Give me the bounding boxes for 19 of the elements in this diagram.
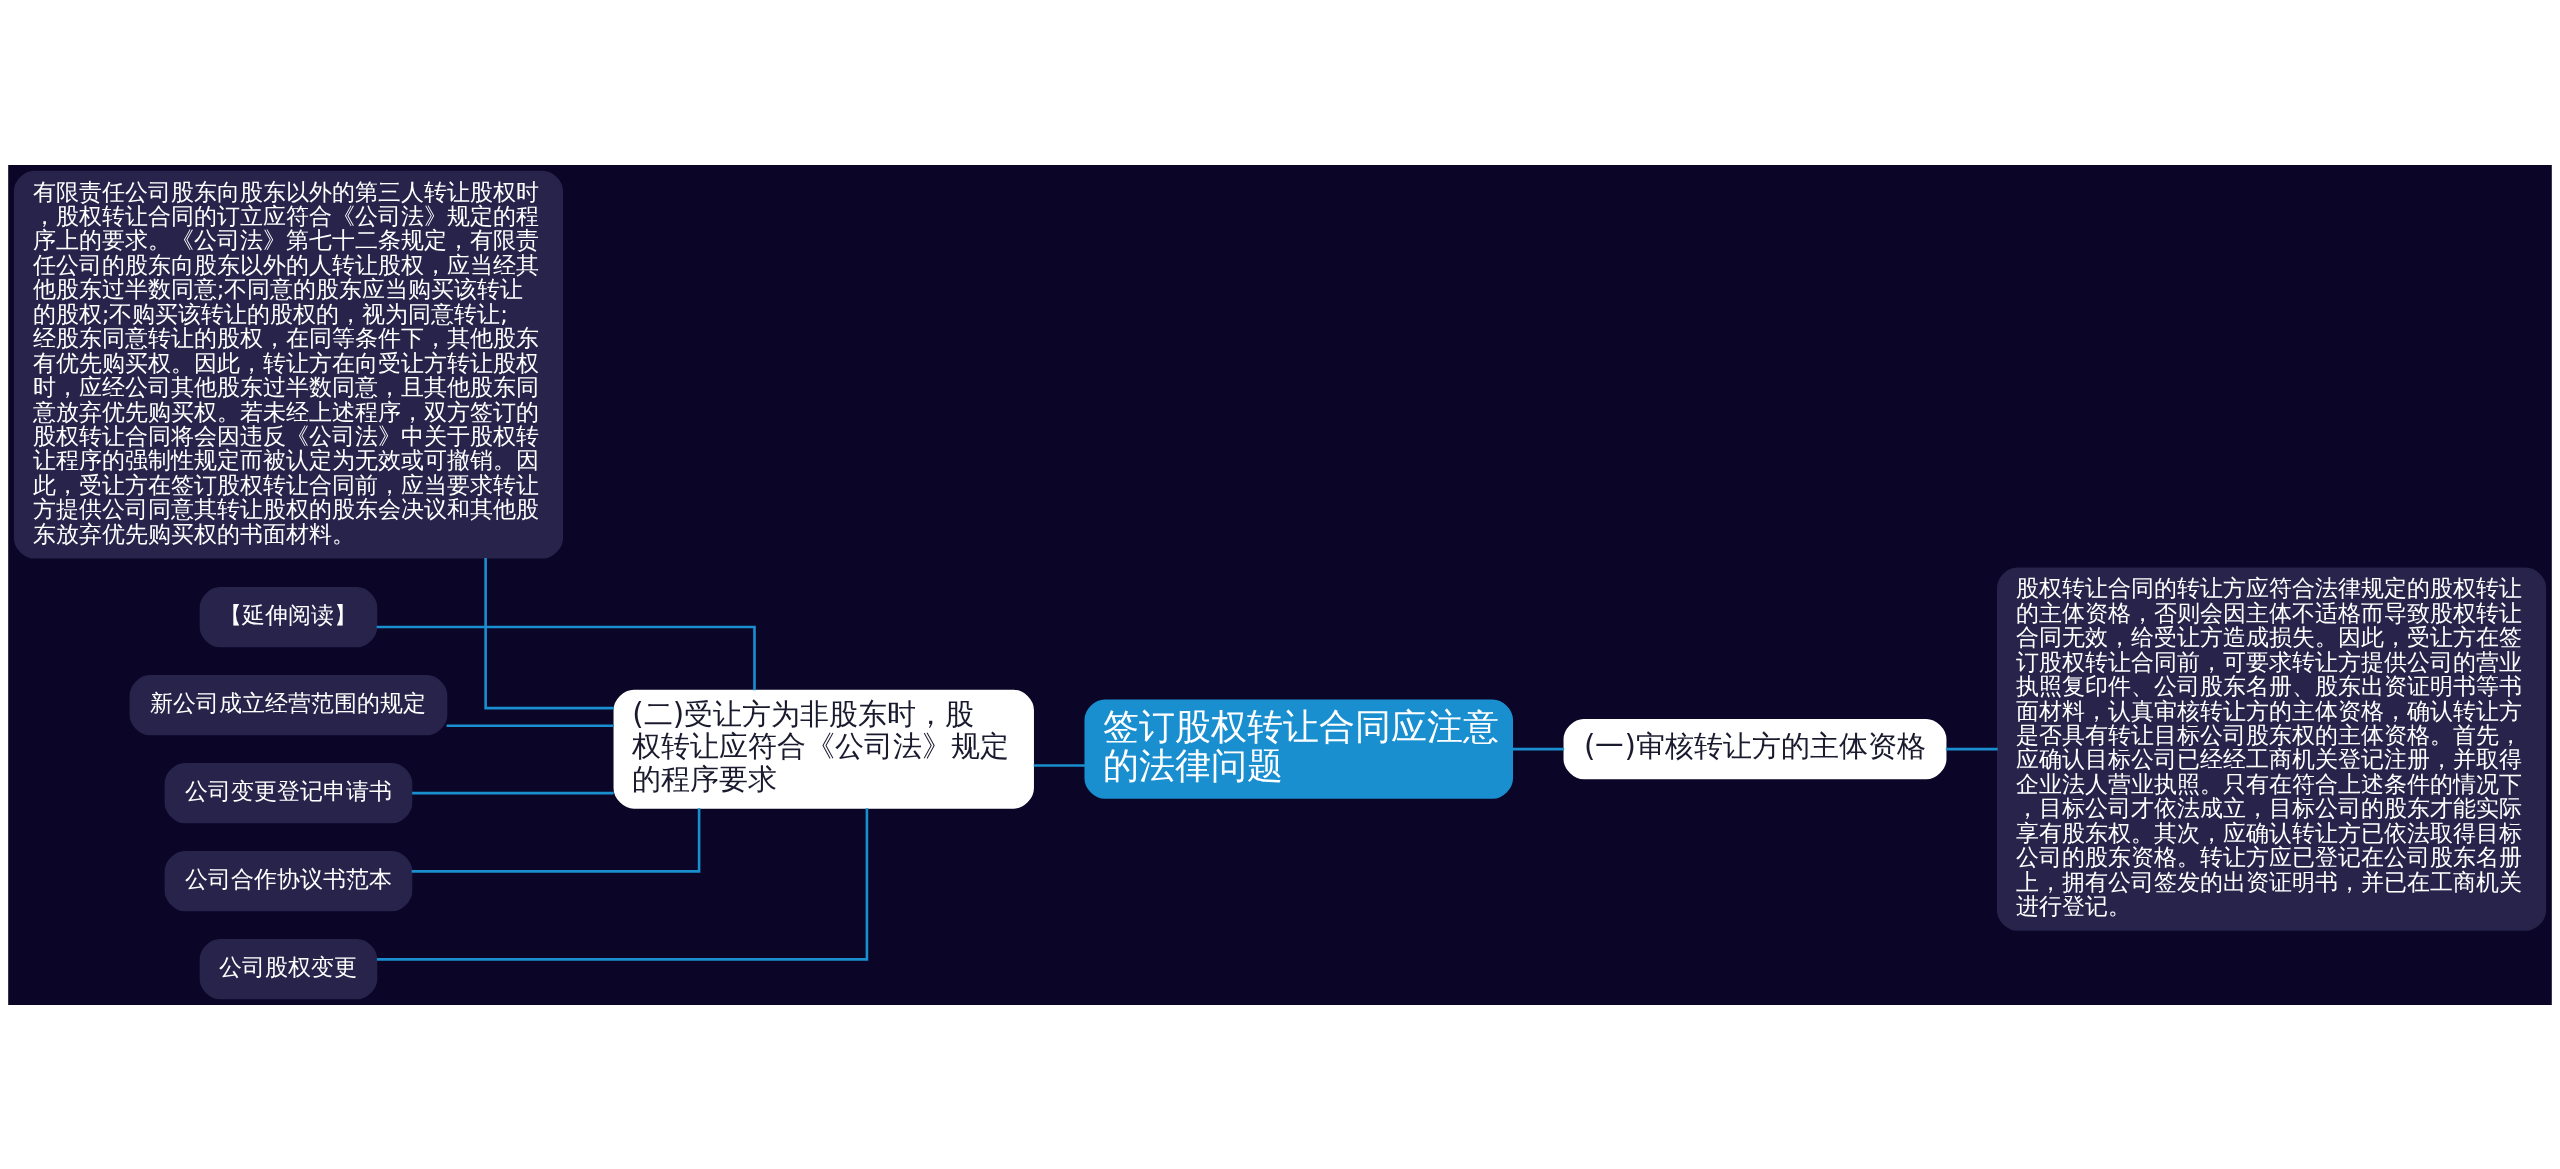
node-box: 公司股权变更 xyxy=(199,938,378,999)
connector xyxy=(446,723,614,727)
node-box: 【延伸阅读】 xyxy=(199,586,378,647)
connector xyxy=(376,807,869,961)
connector xyxy=(376,625,756,690)
connector xyxy=(1512,747,1565,750)
node-box: (二)受让方为非股东时，股权转让应符合《公司法》规定的程序要求 xyxy=(613,689,1034,809)
connector xyxy=(484,557,614,709)
connector xyxy=(1945,747,1998,750)
node-box: 签订股权转让合同应注意的法律问题 xyxy=(1084,698,1513,799)
node-box: 新公司成立经营范围的规定 xyxy=(129,674,448,735)
connector xyxy=(1033,763,1085,767)
node-box: (一)审核转让方的主体资格 xyxy=(1563,718,1947,779)
node-box: 公司合作协议书范本 xyxy=(164,850,413,911)
connector xyxy=(412,791,614,794)
connector xyxy=(411,807,701,873)
node-box: 公司变更登记申请书 xyxy=(164,762,413,823)
node-box: 有限责任公司股东向股东以外的第三人转让股权时，股权转让合同的订立应符合《公司法》规定的程序上的要求。《公司法》第七十二条规定，有限责任公司的股东向股东以外的人转让股权，应当经其他股东过半数同意;不同意的股东应当购买该转让的股权;不购买该转让的股权的，视为同意转让;经股东同意转让的股权，在同等条件下，其他股东有优先购买权。因此，转让方在向受让方转让股权时，应经公司其他股东过半数同意，且其他股东同意放弃优先购买权。若未经上述程序，双方签订的股权转让合同将会因违反《公司法》中关于股权转让程序的强制性规定而被认定为无效或可撤销。因此，受让方在签订股权转让合同前，应当要求转让方提供公司同意其转让股权的股东会决议和其他股东放弃优先购买权的书面材料。 xyxy=(13,170,564,559)
node-box: 股权转让合同的转让方应符合法律规定的股权转让的主体资格，否则会因主体不适格而导致股权转让合同无效，给受让方造成损失。因此，受让方在签订股权转让合同前，可要求转让方提供公司的营业执照复印件、公司股东名册、股东出资证明书等书面材料，认真审核转让方的主体资格，确认转让方是否具有转让目标公司股东权的主体资格。首先，应确认目标公司已经经工商机关登记注册，并取得企业法人营业执照。只有在符合上述条件的情况下，目标公司才依法成立，目标公司的股东才能实际享有股东权。其次，应确认转让方已依法取得目标公司的股东资格。转让方应已登记在公司股东名册上，拥有公司签发的出资证明书，并已在工商机关进行登记。 xyxy=(1996,567,2547,931)
